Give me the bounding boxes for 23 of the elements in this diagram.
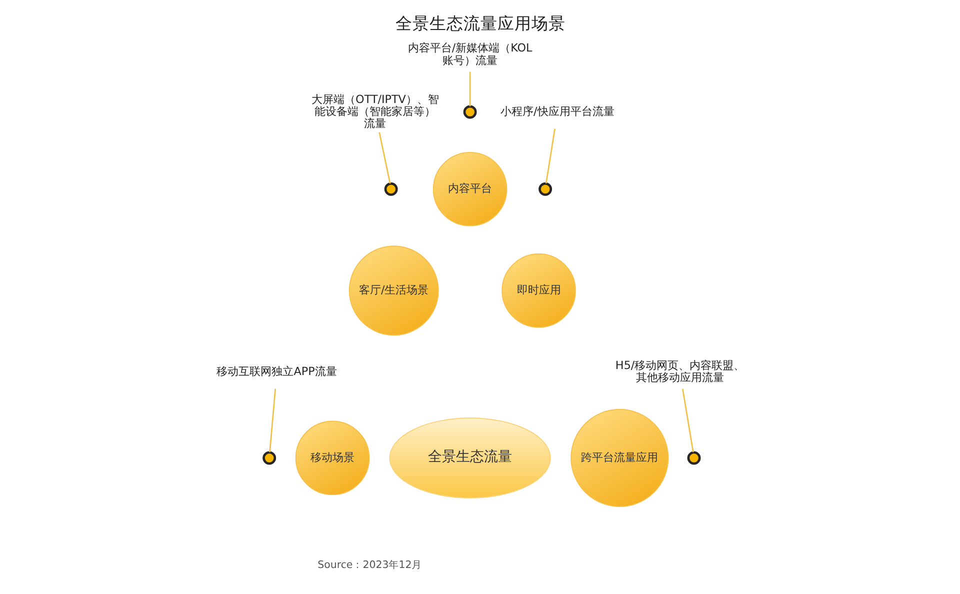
- node-circle: 内容平台: [432, 152, 507, 226]
- node-ellipse: 全景生态流量: [388, 418, 550, 498]
- connector: [544, 128, 556, 184]
- connector: [468, 72, 470, 106]
- connector: [268, 388, 276, 452]
- connector: [378, 132, 390, 184]
- node-circle: [538, 182, 552, 196]
- node-text: 小程序/快应用平台流量: [500, 104, 614, 118]
- diagram-title: 全景生态流量应用场景: [395, 13, 565, 34]
- node-circle: 移动场景: [294, 420, 370, 496]
- node-circle: [384, 182, 398, 196]
- node-circle: 即时应用: [501, 253, 576, 328]
- node-text: 移动互联网独立APP流量: [216, 364, 336, 378]
- node-text: 内容平台/新媒体端（KOL账号）流量: [407, 42, 532, 67]
- node-circle: [262, 451, 276, 465]
- node-text: 大屏端（OTT/IPTV）、智能设备端（智能家居等）流量: [311, 92, 438, 130]
- node-circle: 客厅/生活场景: [348, 246, 438, 336]
- label: Source：2023年12月: [317, 560, 422, 571]
- node-circle: 跨平台流量应用: [570, 408, 668, 507]
- node-circle: [462, 105, 476, 119]
- node-text: H5/移动网页、内容联盟、其他移动应用流量: [614, 358, 744, 384]
- node-circle: [686, 451, 700, 465]
- connector: [681, 388, 694, 452]
